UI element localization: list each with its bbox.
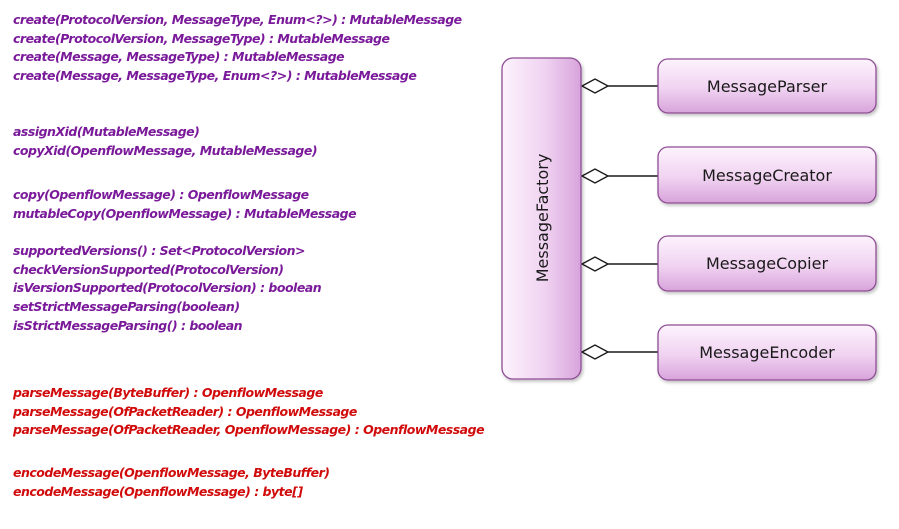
aggregation-connector-parser xyxy=(580,78,658,94)
method-signature: parseMessage(OfPacketReader) : OpenflowM… xyxy=(13,403,357,419)
message-encoder-label: MessageEncoder xyxy=(699,343,835,362)
message-copier-label: MessageCopier xyxy=(706,254,829,273)
aggregation-diamond-icon xyxy=(580,344,610,360)
aggregation-connector-copier xyxy=(580,256,658,272)
method-signature: supportedVersions() : Set<ProtocolVersio… xyxy=(13,243,305,258)
method-signature: isStrictMessageParsing() : boolean xyxy=(13,317,243,333)
method-signature: copyXid(OpenflowMessage, MutableMessage) xyxy=(13,142,318,158)
method-signature: create(ProtocolVersion, MessageType) : M… xyxy=(13,30,390,46)
method-signature: copy(OpenflowMessage) : OpenflowMessage xyxy=(13,187,309,202)
message-creator-label: MessageCreator xyxy=(702,166,832,185)
method-signature: encodeMessage(OpenflowMessage) : byte[] xyxy=(13,483,303,499)
message-parser-box: MessageParser xyxy=(657,58,877,114)
message-copier-box: MessageCopier xyxy=(657,235,877,292)
message-encoder-box: MessageEncoder xyxy=(657,324,877,381)
message-parser-label: MessageParser xyxy=(707,77,828,96)
method-signature: setStrictMessageParsing(boolean) xyxy=(13,299,240,315)
parse-methods-group: parseMessage(ByteBuffer) : OpenflowMessa… xyxy=(13,384,485,464)
aggregation-diamond-icon xyxy=(580,256,610,272)
xid-methods-group: assignXid(MutableMessage) copyXid(Openfl… xyxy=(13,123,484,186)
create-methods-group: create(ProtocolVersion, MessageType, Enu… xyxy=(13,11,484,123)
method-signature: create(Message, MessageType) : MutableMe… xyxy=(13,49,345,65)
method-signature: create(ProtocolVersion, MessageType, Enu… xyxy=(13,12,462,27)
aggregation-diamond-icon xyxy=(580,78,610,94)
method-signature: parseMessage(OfPacketReader, OpenflowMes… xyxy=(13,422,485,438)
encode-methods-group: encodeMessage(OpenflowMessage, ByteBuffe… xyxy=(13,464,484,501)
method-signature: parseMessage(ByteBuffer) : OpenflowMessa… xyxy=(13,385,323,400)
aggregation-diamond-icon xyxy=(580,168,610,184)
aggregation-connector-creator xyxy=(580,168,658,184)
method-list: create(ProtocolVersion, MessageType, Enu… xyxy=(13,11,485,501)
method-signature: encodeMessage(OpenflowMessage, ByteBuffe… xyxy=(13,465,330,480)
copy-methods-group: copy(OpenflowMessage) : OpenflowMessage … xyxy=(13,186,484,242)
method-signature: mutableCopy(OpenflowMessage) : MutableMe… xyxy=(13,205,357,221)
method-signature: create(Message, MessageType, Enum<?>) : … xyxy=(13,68,417,84)
message-creator-box: MessageCreator xyxy=(657,146,877,204)
version-methods-group: supportedVersions() : Set<ProtocolVersio… xyxy=(13,242,484,384)
message-factory-label: MessageFactory xyxy=(533,154,552,283)
aggregation-connector-encoder xyxy=(580,344,658,360)
method-signature: assignXid(MutableMessage) xyxy=(13,124,200,139)
method-signature: checkVersionSupported(ProtocolVersion) xyxy=(13,261,284,277)
message-factory-box: MessageFactory xyxy=(501,57,582,380)
method-signature: isVersionSupported(ProtocolVersion) : bo… xyxy=(13,280,322,296)
